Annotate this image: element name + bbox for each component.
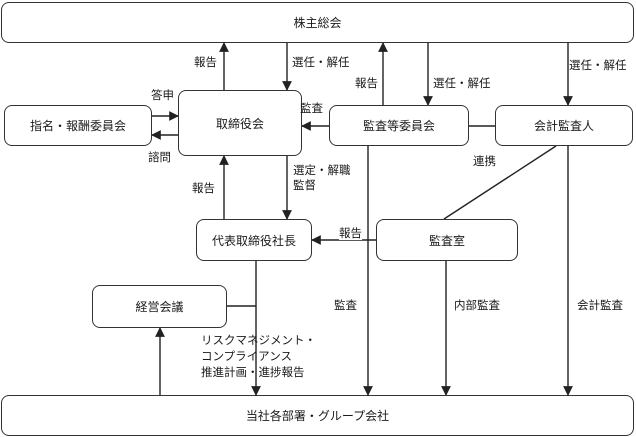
label-risk-line1: リスクマネジメント・ — [201, 333, 316, 347]
audit-committee-box: 監査等委員会 — [329, 105, 469, 146]
shareholders-meeting-box: 株主総会 — [1, 2, 634, 43]
nomination-committee-box: 指名・報酬委員会 — [4, 105, 152, 146]
label-report-audit-office: 報告 — [339, 226, 362, 240]
departments-box: 当社各部署・グループ会社 — [1, 395, 634, 436]
label-internal-audit: 内部監査 — [454, 298, 500, 312]
label-report-board: 報告 — [194, 55, 217, 69]
board-of-directors-box: 取締役会 — [178, 90, 302, 156]
label-accounting-audit: 会計監査 — [577, 298, 623, 312]
label-risk-line3: 推進計画・進捗報告 — [201, 365, 305, 379]
label-cooperation: 連携 — [473, 154, 496, 168]
audit-office-box: 監査室 — [376, 219, 518, 261]
label-report-president: 報告 — [192, 181, 215, 195]
accounting-auditor-box: 会計監査人 — [495, 105, 633, 146]
president-box: 代表取締役社長 — [196, 219, 312, 261]
label-audit-to-board: 監査 — [300, 101, 323, 115]
label-answer: 答申 — [151, 88, 174, 102]
label-audit-departments: 監査 — [334, 298, 357, 312]
label-elect-audit-committee: 選任・解任 — [433, 76, 491, 90]
label-appoint-line1: 選定・解職 — [293, 163, 351, 177]
label-appoint-line2: 監督 — [293, 178, 316, 192]
label-report-audit-committee: 報告 — [355, 76, 378, 90]
label-elect-board: 選任・解任 — [292, 55, 350, 69]
label-risk-line2: コンプライアンス — [201, 349, 292, 363]
management-meeting-box: 経営会議 — [92, 285, 227, 328]
label-consult: 諮問 — [148, 150, 171, 164]
label-elect-accounting: 選任・解任 — [569, 58, 627, 72]
line-cooperation — [443, 145, 557, 220]
